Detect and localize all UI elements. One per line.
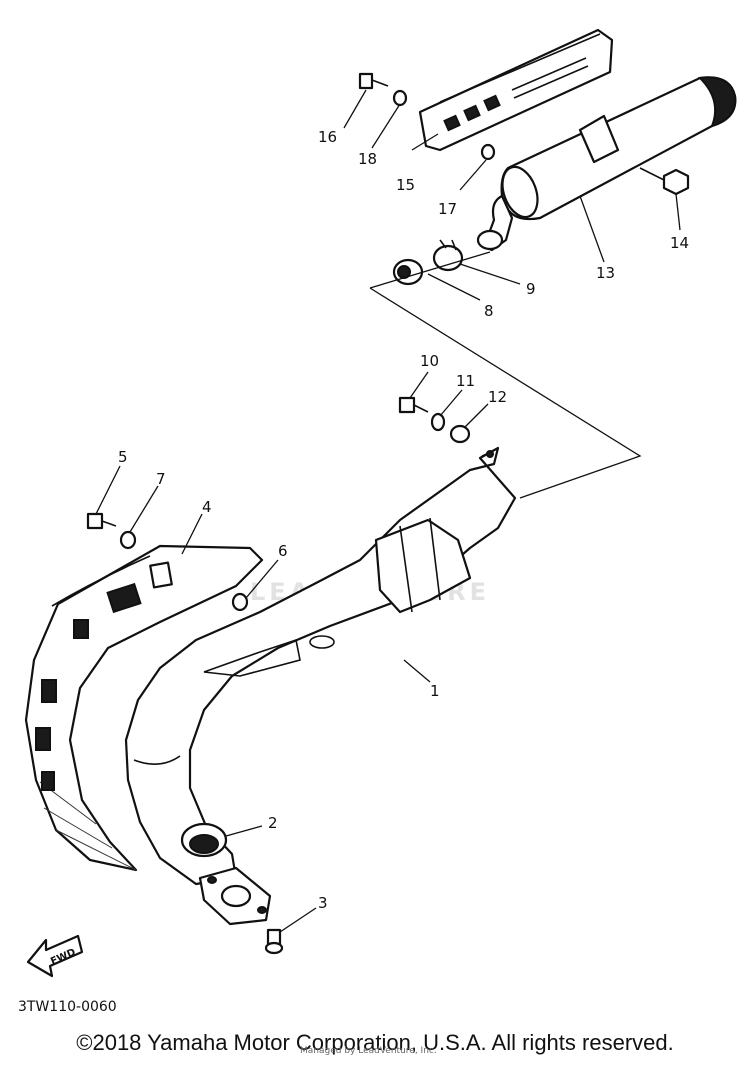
callout-8: 8 <box>484 302 494 320</box>
callout-5: 5 <box>118 448 128 466</box>
callout-4: 4 <box>202 498 212 516</box>
copyright-notice: ©2018 Yamaha Motor Corporation, U.S.A. A… <box>76 1030 674 1055</box>
exhaust-flange <box>198 866 272 926</box>
watermark-notice: Managed by LeadVenture, Inc. <box>300 1046 437 1056</box>
protector-nut[interactable] <box>231 592 249 612</box>
exhaust-joint[interactable] <box>392 258 424 286</box>
pipe-protector[interactable] <box>24 544 264 872</box>
shield-bolt[interactable] <box>358 72 389 90</box>
muffler[interactable] <box>476 76 737 252</box>
callout-11: 11 <box>456 372 475 390</box>
callout-2: 2 <box>268 814 278 832</box>
callout-16: 16 <box>318 128 337 146</box>
fwd-arrow-icon: FWD <box>26 934 84 978</box>
muffler-bolt[interactable] <box>639 167 690 196</box>
callout-3: 3 <box>318 894 328 912</box>
chamber-nut[interactable] <box>449 424 471 444</box>
chamber-bolt[interactable] <box>398 396 429 414</box>
protector-washer[interactable] <box>119 530 137 550</box>
callout-7: 7 <box>156 470 166 488</box>
exhaust-pipe[interactable] <box>124 446 517 886</box>
callout-14: 14 <box>670 234 689 252</box>
muffler-heat-shield[interactable] <box>418 28 614 152</box>
shield-washer[interactable] <box>392 89 408 107</box>
callout-6: 6 <box>278 542 288 560</box>
leader-lines <box>95 89 681 933</box>
callout-13: 13 <box>596 264 615 282</box>
exhaust-clamp[interactable] <box>432 239 464 272</box>
diagram-code: 3TW110-0060 <box>18 999 117 1015</box>
exhaust-gasket[interactable] <box>180 822 228 858</box>
shield-nut[interactable] <box>480 143 496 161</box>
callout-1: 1 <box>430 682 440 700</box>
callout-9: 9 <box>526 280 536 298</box>
callout-10: 10 <box>420 352 439 370</box>
callout-17: 17 <box>438 200 457 218</box>
protector-bolt[interactable] <box>86 512 117 530</box>
chamber-washer[interactable] <box>430 412 446 432</box>
flange-screw[interactable] <box>264 928 284 955</box>
callout-labels: 1 2 3 4 5 6 7 8 9 10 11 12 13 14 15 16 1… <box>118 128 689 912</box>
callout-15: 15 <box>396 176 415 194</box>
callout-12: 12 <box>488 388 507 406</box>
callout-18: 18 <box>358 150 377 168</box>
